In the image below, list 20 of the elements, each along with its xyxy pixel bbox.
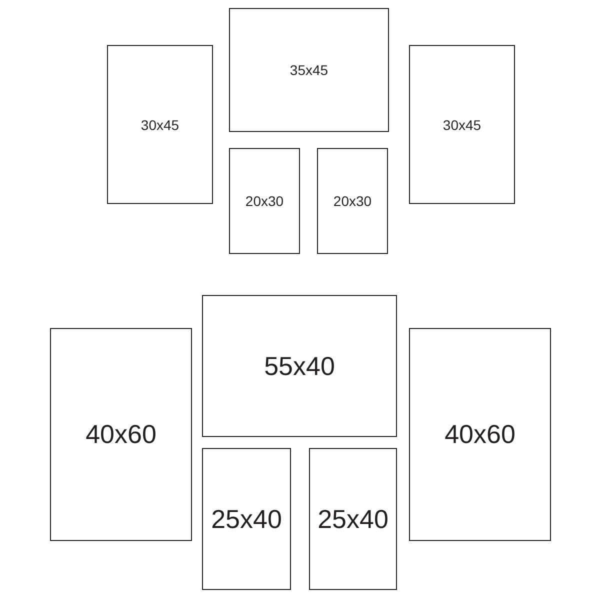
- frame-size-label: 20x30: [245, 193, 284, 209]
- frame-outline: [202, 448, 291, 590]
- frame-size-label: 25x40: [211, 504, 282, 534]
- frame-outline: [317, 148, 388, 254]
- frame-outline: [409, 45, 515, 204]
- frame-outline: [229, 8, 389, 132]
- frame-size-label: 20x30: [333, 193, 372, 209]
- frame-outline: [107, 45, 213, 204]
- frame-outline: [409, 328, 551, 541]
- frame-outline: [229, 148, 300, 254]
- frame-size-label: 40x60: [444, 419, 516, 450]
- frame-size-label: 35x45: [290, 62, 328, 78]
- frame-outline: [202, 295, 397, 437]
- frame-size-label: 40x60: [86, 419, 156, 450]
- frame-size-label: 30x45: [140, 116, 180, 132]
- frame-outline: [50, 328, 192, 541]
- frame-size-label: 25x40: [318, 504, 388, 534]
- frame-size-label: 30x45: [442, 116, 482, 132]
- frame-outline: [309, 448, 397, 590]
- frame-size-label: 55x40: [264, 350, 335, 382]
